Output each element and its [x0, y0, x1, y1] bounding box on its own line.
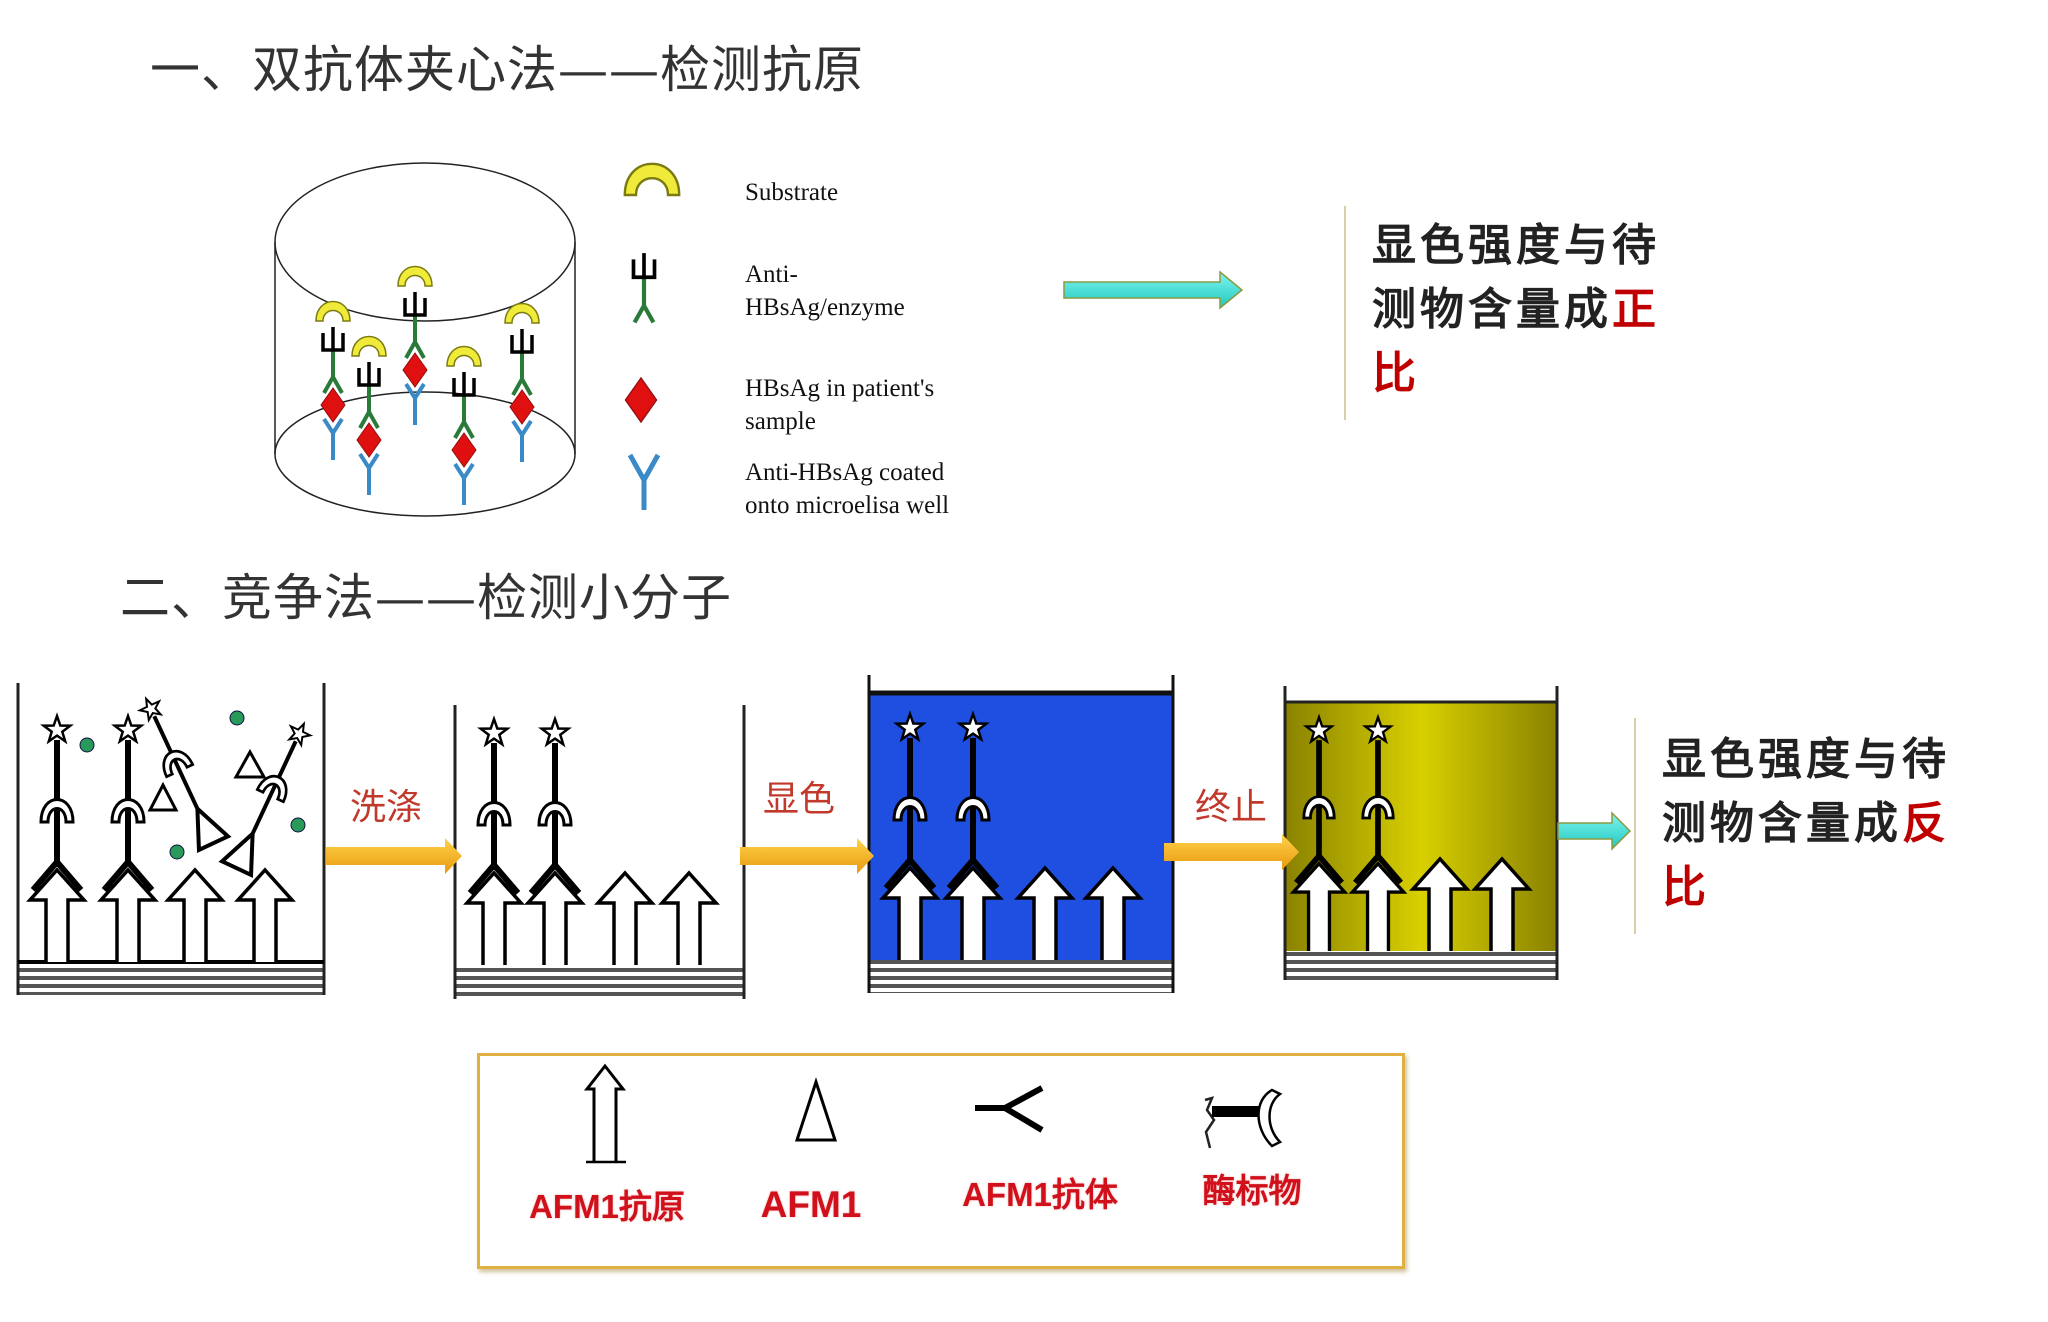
- label-line: HBsAg in patient's: [745, 375, 935, 402]
- result-emphasis: 正: [1612, 284, 1660, 335]
- well-stopped: [1283, 686, 1559, 980]
- result-emphasis: 比: [1372, 348, 1420, 399]
- label-line: sample: [745, 408, 816, 435]
- step-arrow-wash: [326, 838, 462, 874]
- well-washed: [453, 705, 746, 999]
- step-arrow-color: [740, 838, 874, 874]
- substrate-icon: [623, 162, 681, 197]
- sandwich-complex: [316, 302, 350, 461]
- legend-label-hbsag: HBsAg in patient's sample: [745, 372, 934, 438]
- legend-box: [477, 1053, 1405, 1269]
- result-arrow-icon: [1557, 811, 1632, 851]
- step-arrow-stop: [1164, 834, 1299, 870]
- legend-label-afm1: AFM1: [760, 1184, 862, 1225]
- result-text: 测物含量成: [1372, 284, 1612, 335]
- step-label-stop: 终止: [1195, 787, 1268, 828]
- legend-label-enzyme: 酶标物: [1202, 1172, 1302, 1209]
- legend-label-antibody: AFM1抗体: [962, 1176, 1118, 1213]
- step-label-color: 显色: [763, 779, 836, 820]
- result-line: 测物含量成正: [1372, 278, 1660, 342]
- sandwich-complex: [505, 304, 539, 463]
- legend-label-substrate: Substrate: [745, 179, 839, 206]
- section2-title: 二、竞争法——检测小分子: [120, 569, 732, 627]
- result-line: 显色强度与待: [1372, 220, 1660, 271]
- result-arrow-icon: [1063, 270, 1244, 310]
- legend-label-antigen: AFM1抗原: [529, 1188, 685, 1225]
- divider: [1634, 718, 1636, 934]
- label-line: onto microelisa well: [745, 492, 950, 519]
- label-line: Anti-: [745, 261, 798, 288]
- divider: [1344, 206, 1346, 420]
- well-color-development: [867, 675, 1175, 993]
- result-emphasis: 比: [1662, 862, 1710, 913]
- section1-title: 一、双抗体夹心法——检测抗原: [150, 41, 864, 99]
- result-line: 测物含量成反: [1662, 792, 1950, 856]
- result-text: 测物含量成: [1662, 798, 1902, 849]
- result-positive: 显色强度与待 测物含量成正 比: [1372, 214, 1660, 406]
- step-label-wash: 洗涤: [350, 787, 423, 828]
- enzyme-antibody-icon: [634, 253, 655, 322]
- result-line: 显色强度与待: [1662, 734, 1950, 785]
- coated-antibody-icon: [627, 453, 661, 510]
- label-line: HBsAg/enzyme: [745, 294, 905, 321]
- result-emphasis: 反: [1902, 798, 1950, 849]
- sandwich-complex: [398, 267, 432, 426]
- label-line: Anti-HBsAg coated: [745, 459, 945, 486]
- legend-label-coated-antibody: Anti-HBsAg coated onto microelisa well: [745, 456, 949, 522]
- sandwich-complex: [352, 337, 386, 496]
- legend-label-enzyme-antibody: Anti- HBsAg/enzyme: [745, 258, 905, 324]
- well-incubation: [16, 683, 326, 995]
- sandwich-complex: [447, 347, 481, 506]
- antigen-diamond-icon: [624, 377, 658, 423]
- microwell-cylinder: [274, 162, 576, 517]
- result-negative: 显色强度与待 测物含量成反 比: [1662, 728, 1950, 920]
